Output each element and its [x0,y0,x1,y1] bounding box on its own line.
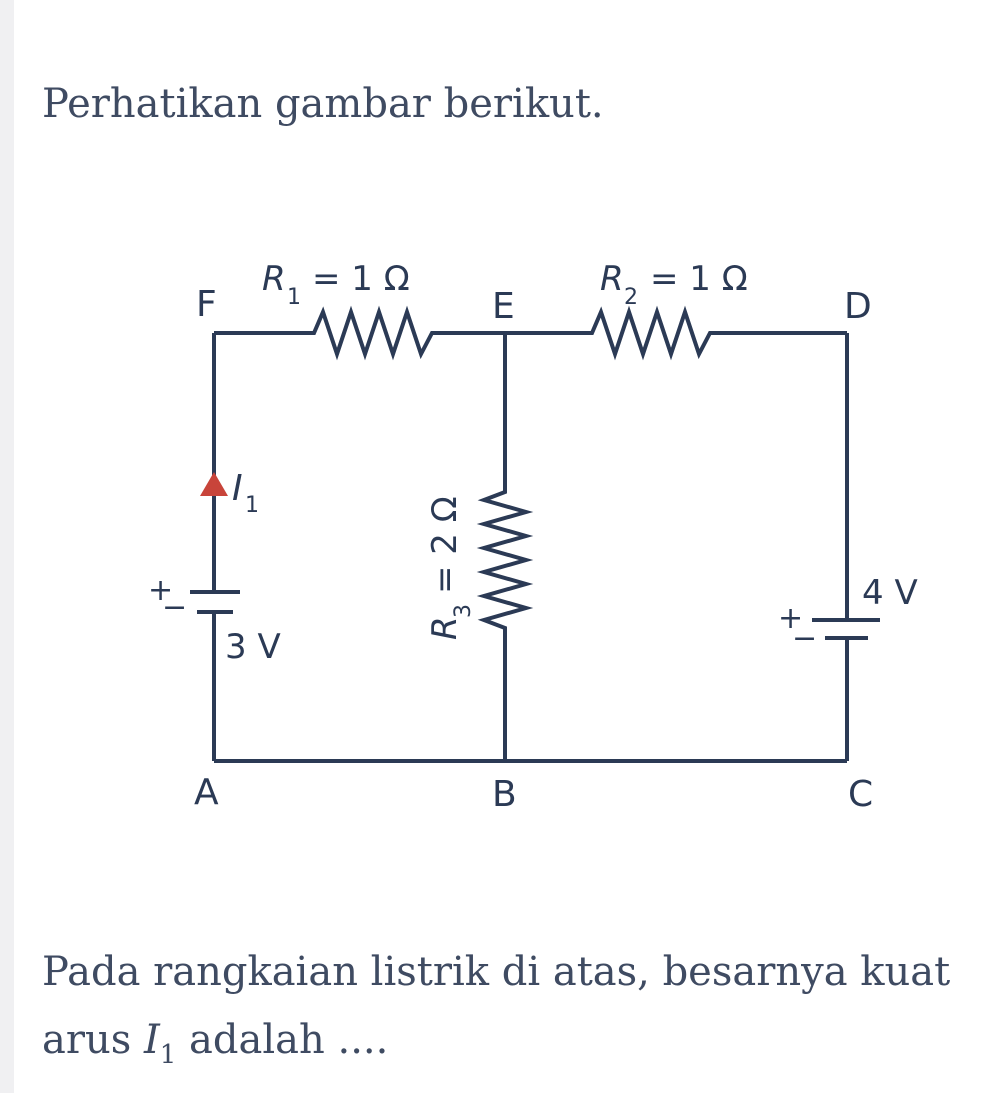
question-line-2: arus I1 adalah .... [42,1006,1002,1089]
question-suffix: adalah .... [176,1017,389,1063]
battery-right-minus: − [792,621,817,656]
r2-symbol: R [600,259,624,299]
r1-label: R 1 = 1 Ω [262,259,410,310]
node-label-d: D [844,286,872,327]
r2-label: R 2 = 1 Ω [600,259,748,310]
battery-right-emf: 4 V [862,573,918,613]
question-prefix: arus [42,1017,144,1063]
current-arrow-icon [200,472,228,496]
battery-right-plus: + [778,601,803,636]
current-label: I 1 [232,468,259,518]
r3-label: R 3 = 2 Ω [425,496,476,640]
current-subscript: 1 [245,493,259,518]
battery-left-plus: + [148,573,173,608]
r2-value: = 1 Ω [650,259,748,299]
r3-symbol: R [425,616,465,640]
node-label-f: F [196,284,217,325]
resistor-r1-zigzag [302,305,444,361]
circuit-diagram: F E D A B C R 1 = 1 Ω R 2 = 1 Ω R 3 = 2 … [148,259,918,815]
r1-symbol: R [262,259,286,299]
r2-subscript: 2 [624,285,638,310]
node-label-e: E [492,286,515,327]
question-variable-subscript: 1 [159,1040,177,1070]
r1-value: = 1 Ω [312,259,410,299]
question-text: Pada rangkaian listrik di atas, besarnya… [42,938,1002,1089]
r3-value: = 2 Ω [425,496,465,594]
battery-left-minus: − [162,590,187,625]
intro-text: Perhatikan gambar berikut. [42,81,604,127]
question-line-1: Pada rangkaian listrik di atas, besarnya… [42,949,951,995]
r1-subscript: 1 [287,285,301,310]
question-variable-symbol: I [143,1017,160,1063]
node-label-a: A [194,772,219,813]
battery-left-emf: 3 V [225,627,281,667]
page-left-edge [0,0,14,1093]
resistor-r2-zigzag [580,305,722,361]
current-symbol: I [232,468,243,509]
node-label-b: B [492,774,517,815]
resistor-r3-zigzag [476,480,534,638]
node-label-c: C [848,774,873,815]
r3-subscript: 3 [451,604,476,618]
